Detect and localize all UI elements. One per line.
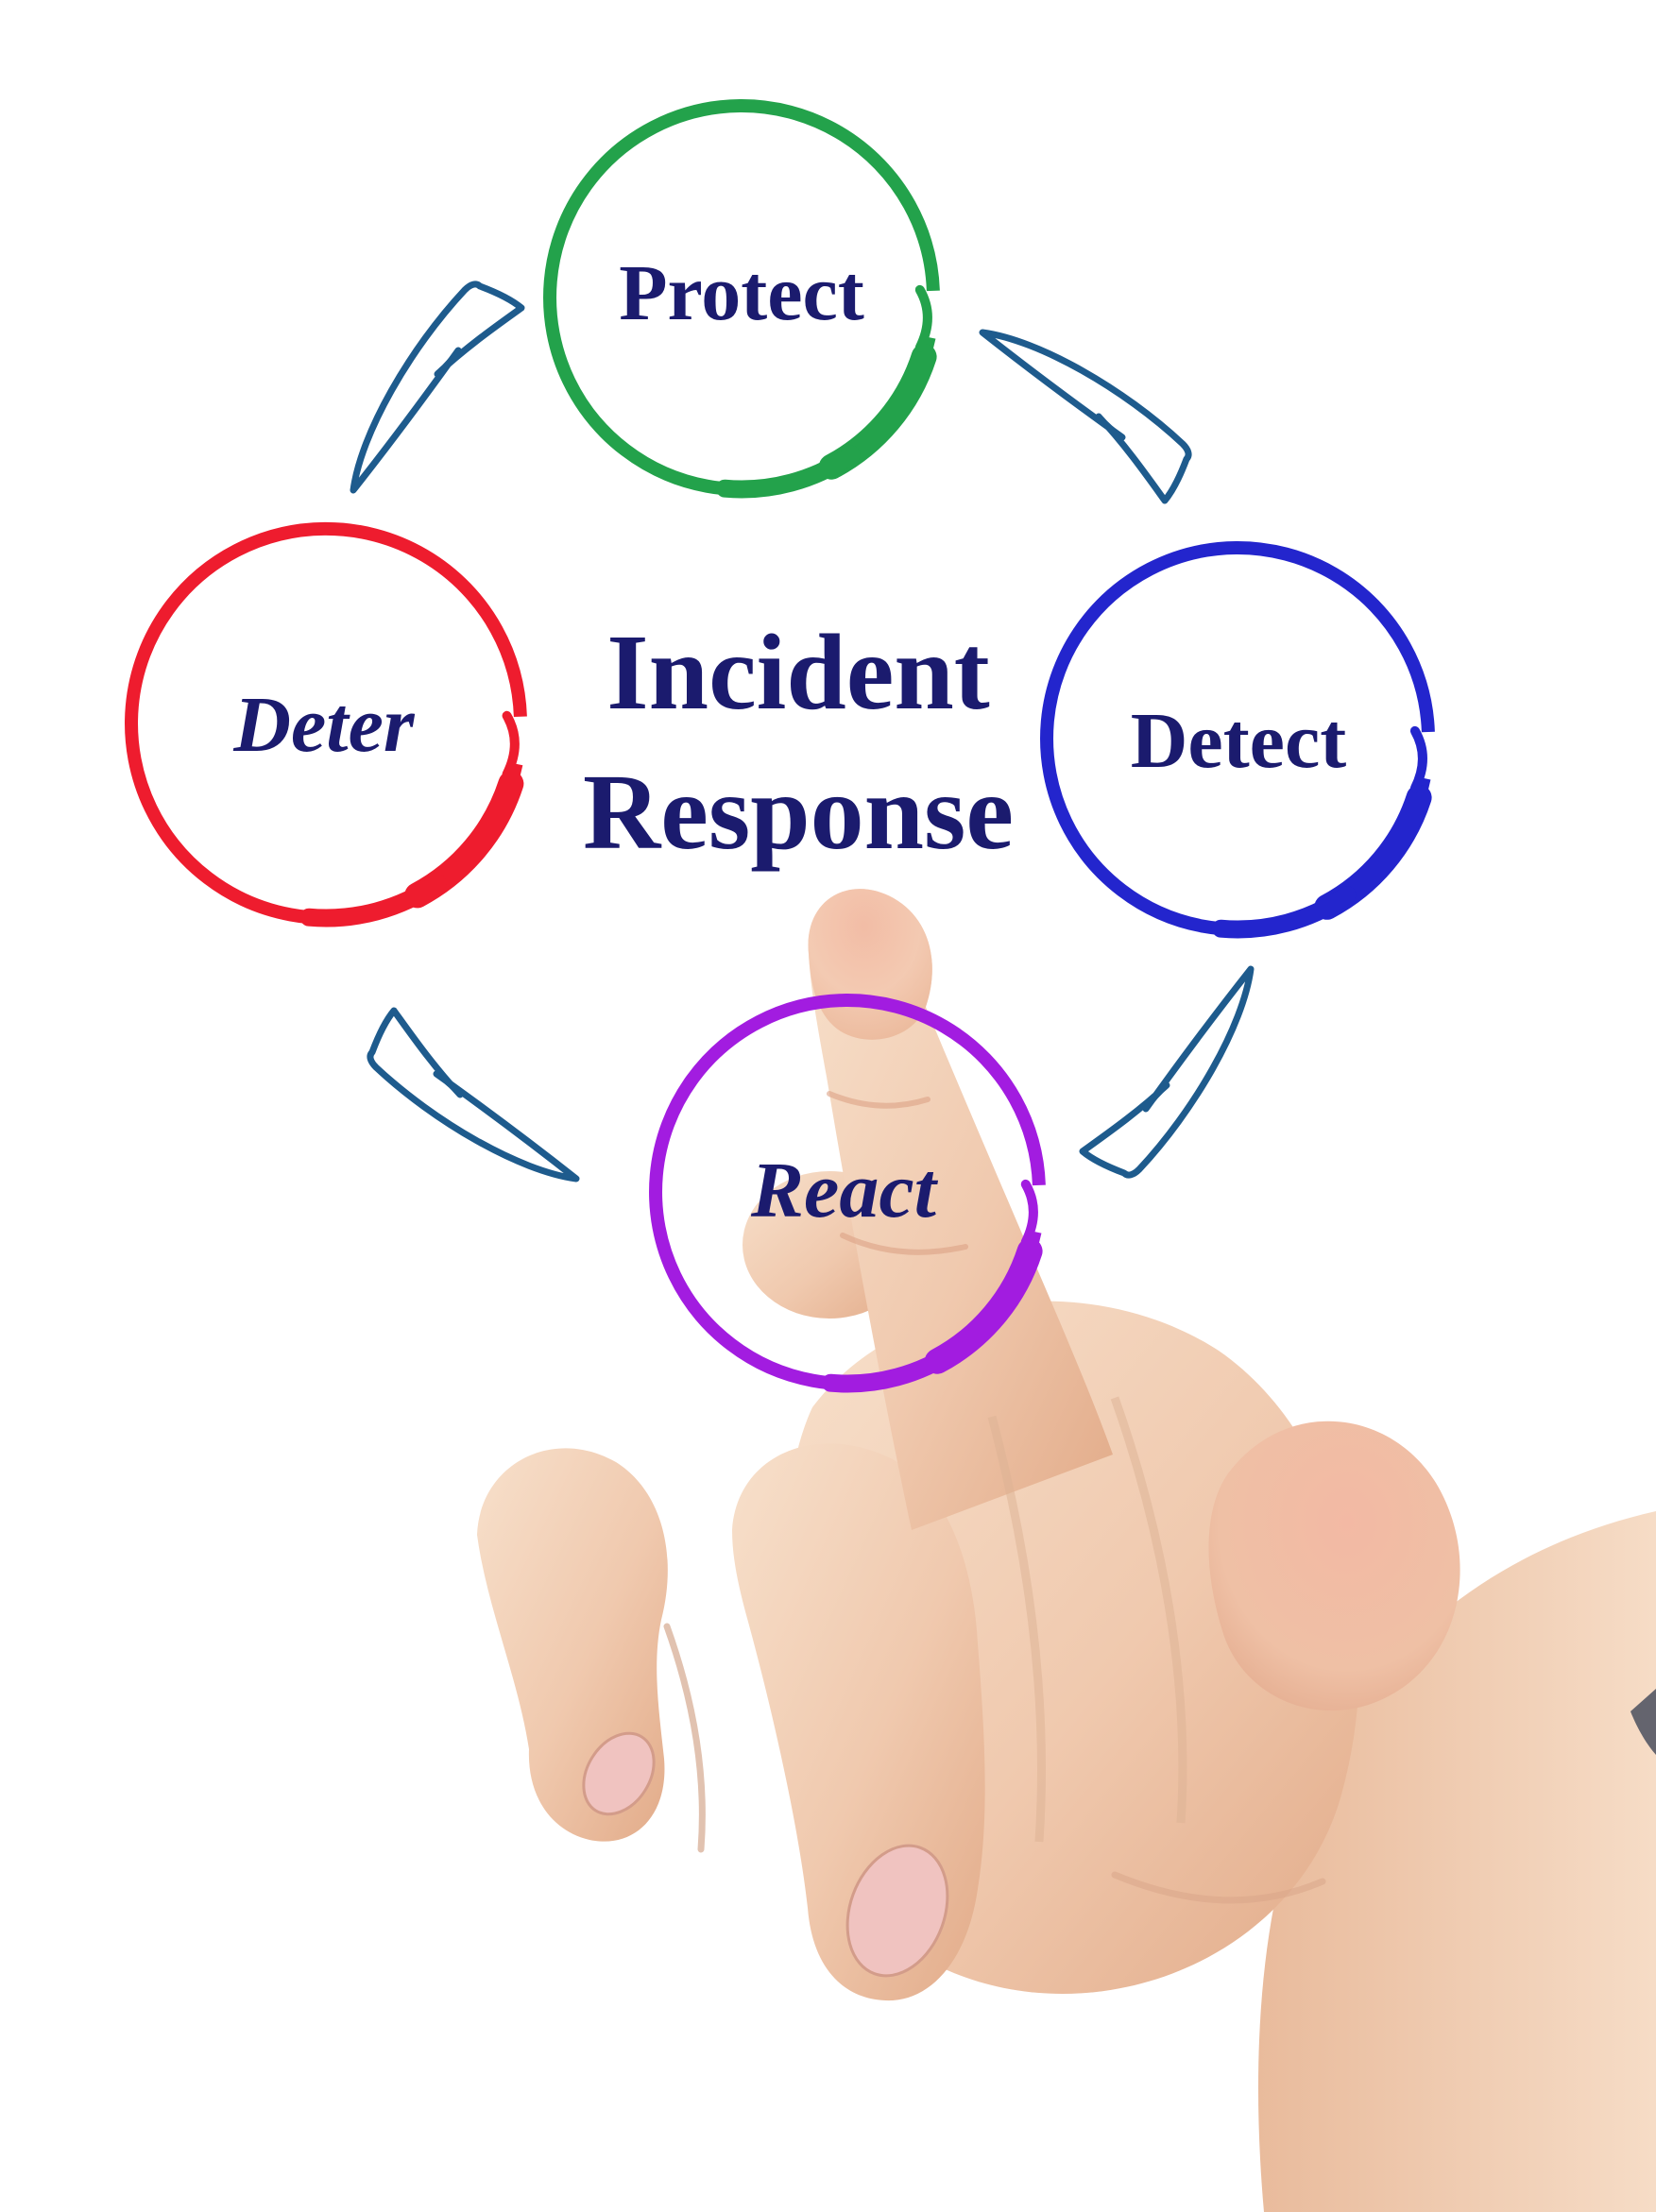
detect-node-circle: [1040, 540, 1435, 939]
arrow-protect-to-detect: [979, 329, 1192, 504]
index-crease-lower: [840, 1233, 968, 1255]
pinky-fingernail: [582, 1731, 656, 1816]
hand-photo: [477, 889, 1656, 2212]
thumb: [1208, 1421, 1460, 1711]
deter-node-circle: [125, 521, 527, 927]
arrow-react-to-deter: [367, 1007, 580, 1183]
arrow-deter-to-protect: [350, 281, 525, 494]
diagram-title-line1: Incident: [606, 612, 989, 732]
protect-node-circle: [543, 99, 940, 499]
index-finger: [808, 889, 1113, 1530]
sleeve-edge: [1630, 1689, 1656, 1755]
hand-tendon-1: [987, 1415, 1047, 1843]
finger-crease: [663, 1623, 706, 1853]
detect-node-label: Detect: [1131, 697, 1346, 785]
arrow-detect-to-react: [1079, 965, 1255, 1179]
cycle-arrows: [350, 281, 1255, 1183]
forearm: [1257, 1511, 1656, 2212]
wrist-crease: [1111, 1871, 1326, 1904]
react-node-circle: [649, 994, 1046, 1393]
react-node-label: React: [750, 1147, 939, 1234]
deter-node-label: Deter: [232, 681, 416, 769]
hand-tendon-2: [1110, 1396, 1187, 1824]
index-crease-upper: [827, 1091, 930, 1109]
protect-node-label: Protect: [619, 249, 864, 337]
middle-fingernail: [845, 1844, 949, 1978]
diagram-title-line2: Response: [583, 752, 1014, 872]
